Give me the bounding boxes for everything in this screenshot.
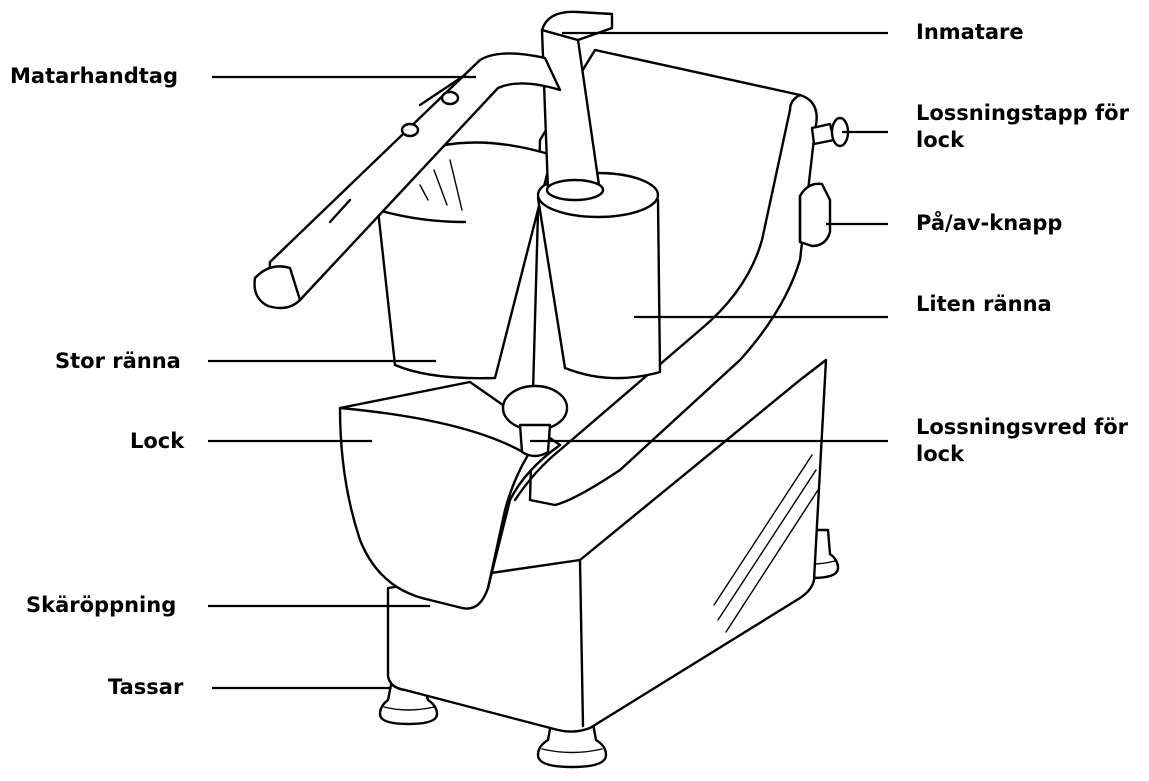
lid xyxy=(338,380,562,610)
label-tassar: Tassar xyxy=(108,675,184,699)
label-liten-ranna: Liten ränna xyxy=(916,292,1052,316)
release-knob xyxy=(501,384,569,458)
label-lossningsvred: Lossningsvred för lock xyxy=(916,415,1128,466)
label-stor-ranna: Stor ränna xyxy=(55,349,181,373)
label-inmatare: Inmatare xyxy=(916,20,1024,44)
base-body xyxy=(386,358,828,733)
label-lock: Lock xyxy=(130,429,185,453)
leader-lines xyxy=(208,31,888,690)
housing xyxy=(513,48,818,507)
feeder-handle xyxy=(253,52,562,310)
label-lossningstapp: Lossningstapp för lock xyxy=(916,101,1129,152)
power-button xyxy=(798,182,832,248)
label-paav-knapp: På/av-knapp xyxy=(916,211,1063,235)
label-matarhandtag: Matarhandtag xyxy=(10,64,178,88)
label-skaroppning: Skäröppning xyxy=(26,593,177,617)
